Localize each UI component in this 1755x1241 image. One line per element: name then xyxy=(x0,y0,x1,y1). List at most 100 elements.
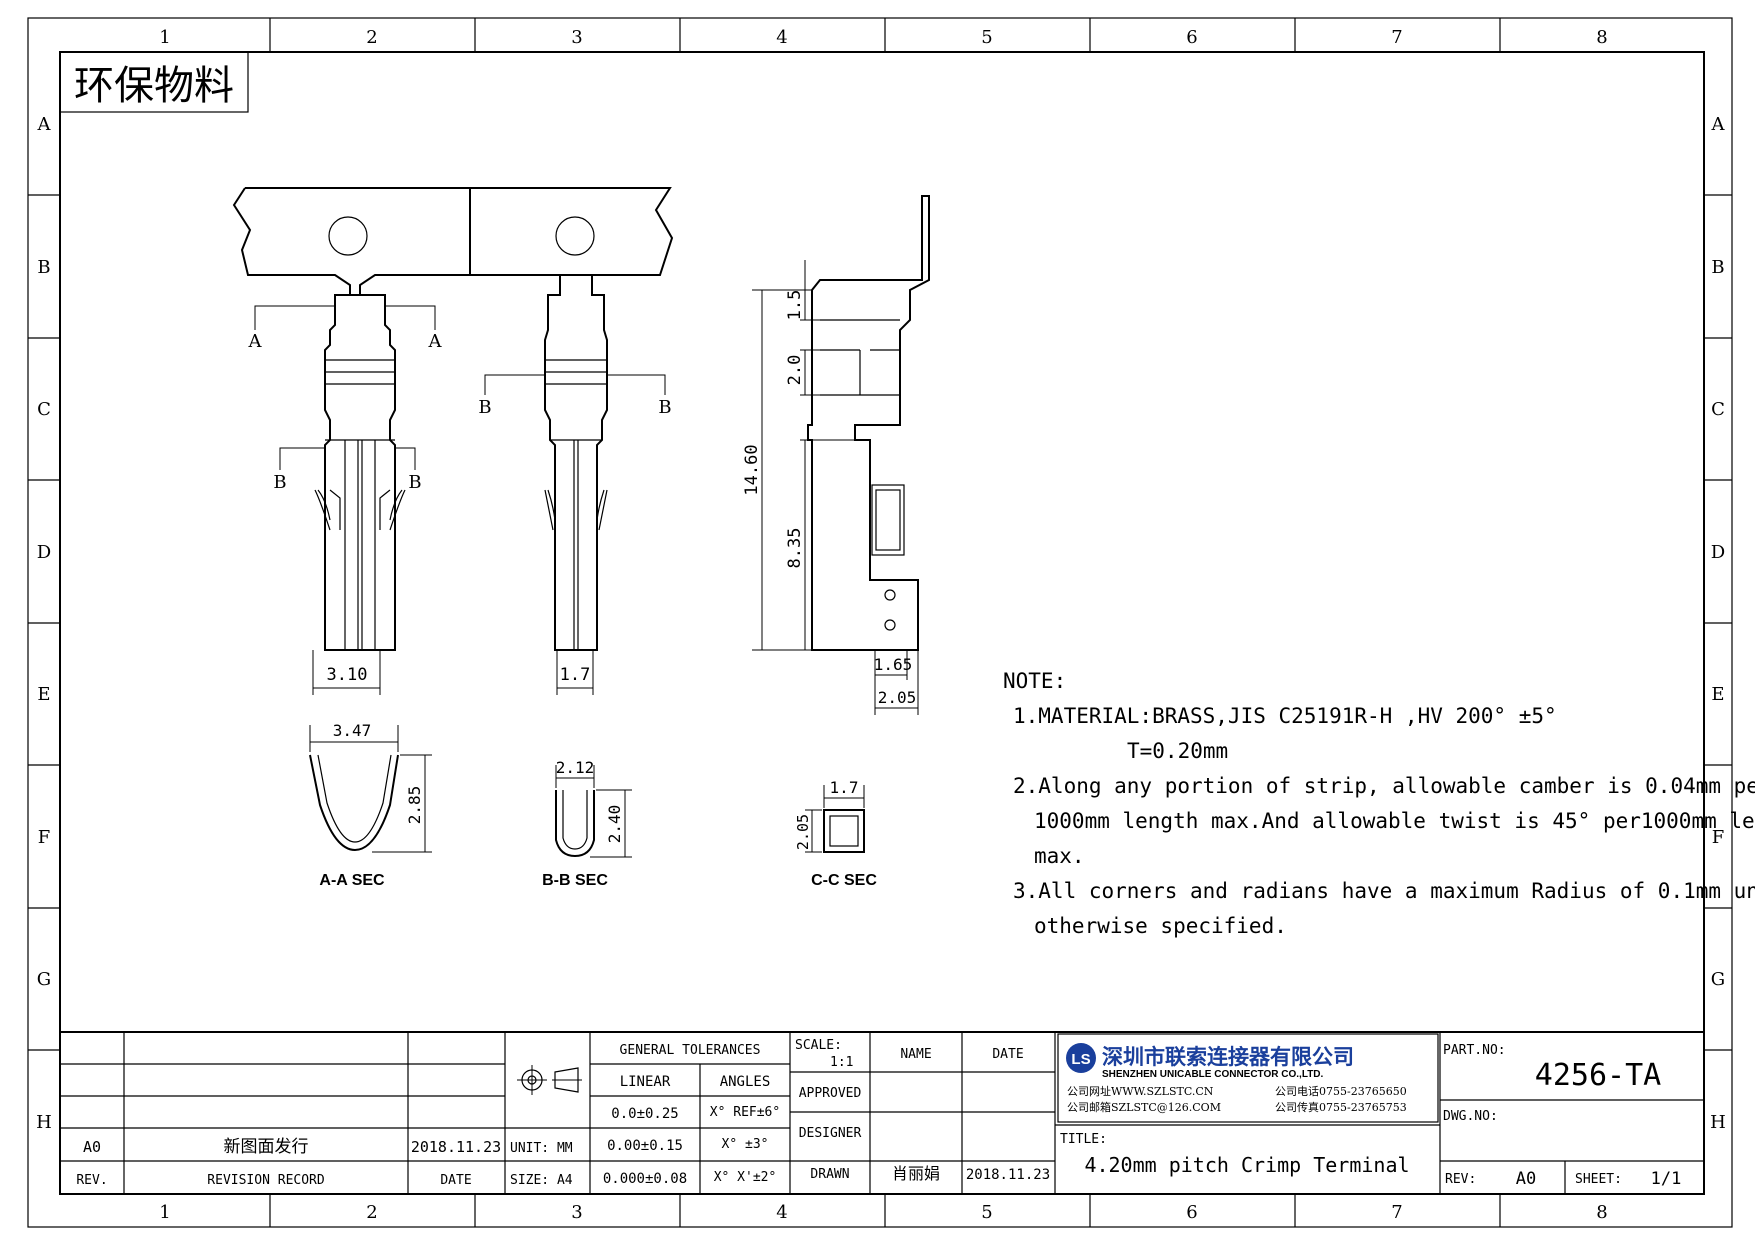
notes: NOTE: 1.MATERIAL:BRASS,JIS C25191R-H ,HV… xyxy=(1003,669,1755,938)
col-label: 8 xyxy=(1596,27,1607,48)
angles-header: ANGLES xyxy=(720,1074,771,1090)
col-label: 2 xyxy=(366,27,377,48)
row-label: B xyxy=(1711,257,1724,278)
eco-stamp: 环保物料 xyxy=(74,63,234,109)
dim-label: 2.40 xyxy=(605,805,624,844)
drawn-name: 肖丽娟 xyxy=(892,1164,940,1183)
row-label: C xyxy=(1711,399,1725,420)
row-label: D xyxy=(37,542,51,563)
col-label: 2 xyxy=(366,1202,377,1223)
rev-header: REV. xyxy=(76,1173,107,1188)
row-label: H xyxy=(36,1112,52,1133)
row-label: G xyxy=(37,969,51,990)
tolerances-title: GENERAL TOLERANCES xyxy=(620,1043,761,1058)
dim-label: 3.47 xyxy=(333,721,372,740)
row-label: H xyxy=(1710,1112,1726,1133)
sheet-value: 1/1 xyxy=(1651,1169,1682,1189)
col-label: 1 xyxy=(159,1202,170,1223)
column-labels: 1 2 3 4 5 6 7 8 1 2 3 4 5 6 7 8 xyxy=(159,27,1607,1223)
svg-text:LS: LS xyxy=(1071,1051,1090,1068)
title-label: TITLE: xyxy=(1060,1132,1107,1147)
col-label: 3 xyxy=(571,1202,582,1223)
cut-label: A xyxy=(428,331,443,352)
tolerance-value: X° REF±6° xyxy=(710,1105,780,1120)
cut-label: B xyxy=(408,472,421,493)
drawing-title: 4.20mm pitch Crimp Terminal xyxy=(1084,1153,1409,1177)
cut-label: A xyxy=(248,331,263,352)
note-line: 3.All corners and radians have a maximum… xyxy=(1013,879,1755,903)
col-label: 8 xyxy=(1596,1202,1607,1223)
tolerance-value: X° X'±2° xyxy=(714,1170,777,1185)
unit-label: UNIT: MM xyxy=(510,1141,573,1156)
column-ticks xyxy=(269,18,1501,1227)
rev-value-box: A0 xyxy=(1516,1169,1536,1189)
rear-view: B B 1.7 xyxy=(470,187,674,695)
row-label: C xyxy=(37,399,51,420)
part-no-label: PART.NO: xyxy=(1443,1043,1506,1058)
tolerance-value: 0.00±0.15 xyxy=(607,1138,683,1154)
title-block: A0 新图面发行 2018.11.23 REV. REVISION RECORD… xyxy=(59,1031,1705,1195)
part-no: 4256-TA xyxy=(1535,1058,1661,1093)
dwg-no-label: DWG.NO: xyxy=(1443,1109,1498,1124)
projection-symbol-icon xyxy=(517,1065,582,1095)
record-header: REVISION RECORD xyxy=(207,1173,325,1188)
col-label: 6 xyxy=(1186,27,1197,48)
tolerance-value: X° ±3° xyxy=(722,1137,769,1152)
row-label: E xyxy=(1711,684,1724,705)
rev-value: A0 xyxy=(83,1138,101,1156)
dim-label: 1.7 xyxy=(560,665,591,685)
dim-label: 1.65 xyxy=(874,655,913,674)
row-label: A xyxy=(37,114,52,135)
section-aa: 3.47 2.85 A-A SEC xyxy=(309,721,432,889)
tolerance-value: 0.000±0.08 xyxy=(603,1171,687,1187)
col-label: 1 xyxy=(159,27,170,48)
row-label: D xyxy=(1711,542,1725,563)
col-label: 7 xyxy=(1391,27,1402,48)
dim-label: 8.35 xyxy=(785,528,805,569)
sheet-label: SHEET: xyxy=(1575,1172,1622,1187)
col-label: 4 xyxy=(776,1202,787,1223)
company-name-en: SHENZHEN UNICABLE CONNECTOR CO.,LTD. xyxy=(1102,1069,1324,1080)
cut-label: B xyxy=(658,397,671,418)
note-line: max. xyxy=(1034,844,1085,868)
note-line: 1.MATERIAL:BRASS,JIS C25191R-H ,HV 200° … xyxy=(1013,704,1557,728)
section-cc: 1.7 2.05 C-C SEC xyxy=(794,778,877,889)
dim-label: 2.05 xyxy=(878,688,917,707)
notes-title: NOTE: xyxy=(1003,669,1066,693)
row-label: A xyxy=(1711,114,1726,135)
company-name-cn: 深圳市联索连接器有限公司 xyxy=(1102,1045,1354,1069)
col-label: 6 xyxy=(1186,1202,1197,1223)
col-label: 3 xyxy=(571,27,582,48)
section-label: C-C SEC xyxy=(811,872,877,889)
dim-label: 14.60 xyxy=(742,444,762,495)
linear-header: LINEAR xyxy=(620,1074,671,1090)
row-label: E xyxy=(37,684,50,705)
dim-label: 2.85 xyxy=(405,786,424,825)
row-label: G xyxy=(1711,969,1725,990)
drawn-label: DRAWN xyxy=(810,1167,849,1182)
company-fax: 公司传真0755-23765753 xyxy=(1275,1100,1407,1114)
dim-label: 2.05 xyxy=(794,814,812,850)
rev-label: REV: xyxy=(1445,1172,1476,1187)
section-label: A-A SEC xyxy=(319,872,385,889)
note-line: 1000mm length max.And allowable twist is… xyxy=(1034,809,1755,833)
company-phone: 公司电话0755-23765650 xyxy=(1275,1085,1407,1098)
cut-label: B xyxy=(478,397,491,418)
company-web: 公司网址WWW.SZLSTC.CN xyxy=(1067,1084,1214,1098)
scale-value: 1:1 xyxy=(830,1055,853,1070)
scale-label: SCALE: xyxy=(795,1038,842,1053)
col-label: 7 xyxy=(1391,1202,1402,1223)
designer-label: DESIGNER xyxy=(799,1126,862,1141)
col-label: 5 xyxy=(981,1202,992,1223)
row-ticks xyxy=(28,194,1732,1051)
col-label: 4 xyxy=(776,27,787,48)
rev-date-value: 2018.11.23 xyxy=(411,1138,501,1156)
date-col-header: DATE xyxy=(992,1047,1023,1062)
section-label: B-B SEC xyxy=(542,872,608,889)
side-view: 14.60 8.35 1.5 2.0 1.65 2.05 xyxy=(742,195,930,715)
front-view: A A B B 3.10 xyxy=(232,187,471,695)
dim-label: 2.12 xyxy=(556,758,595,777)
col-label: 5 xyxy=(981,27,992,48)
dim-label: 2.0 xyxy=(785,355,805,386)
